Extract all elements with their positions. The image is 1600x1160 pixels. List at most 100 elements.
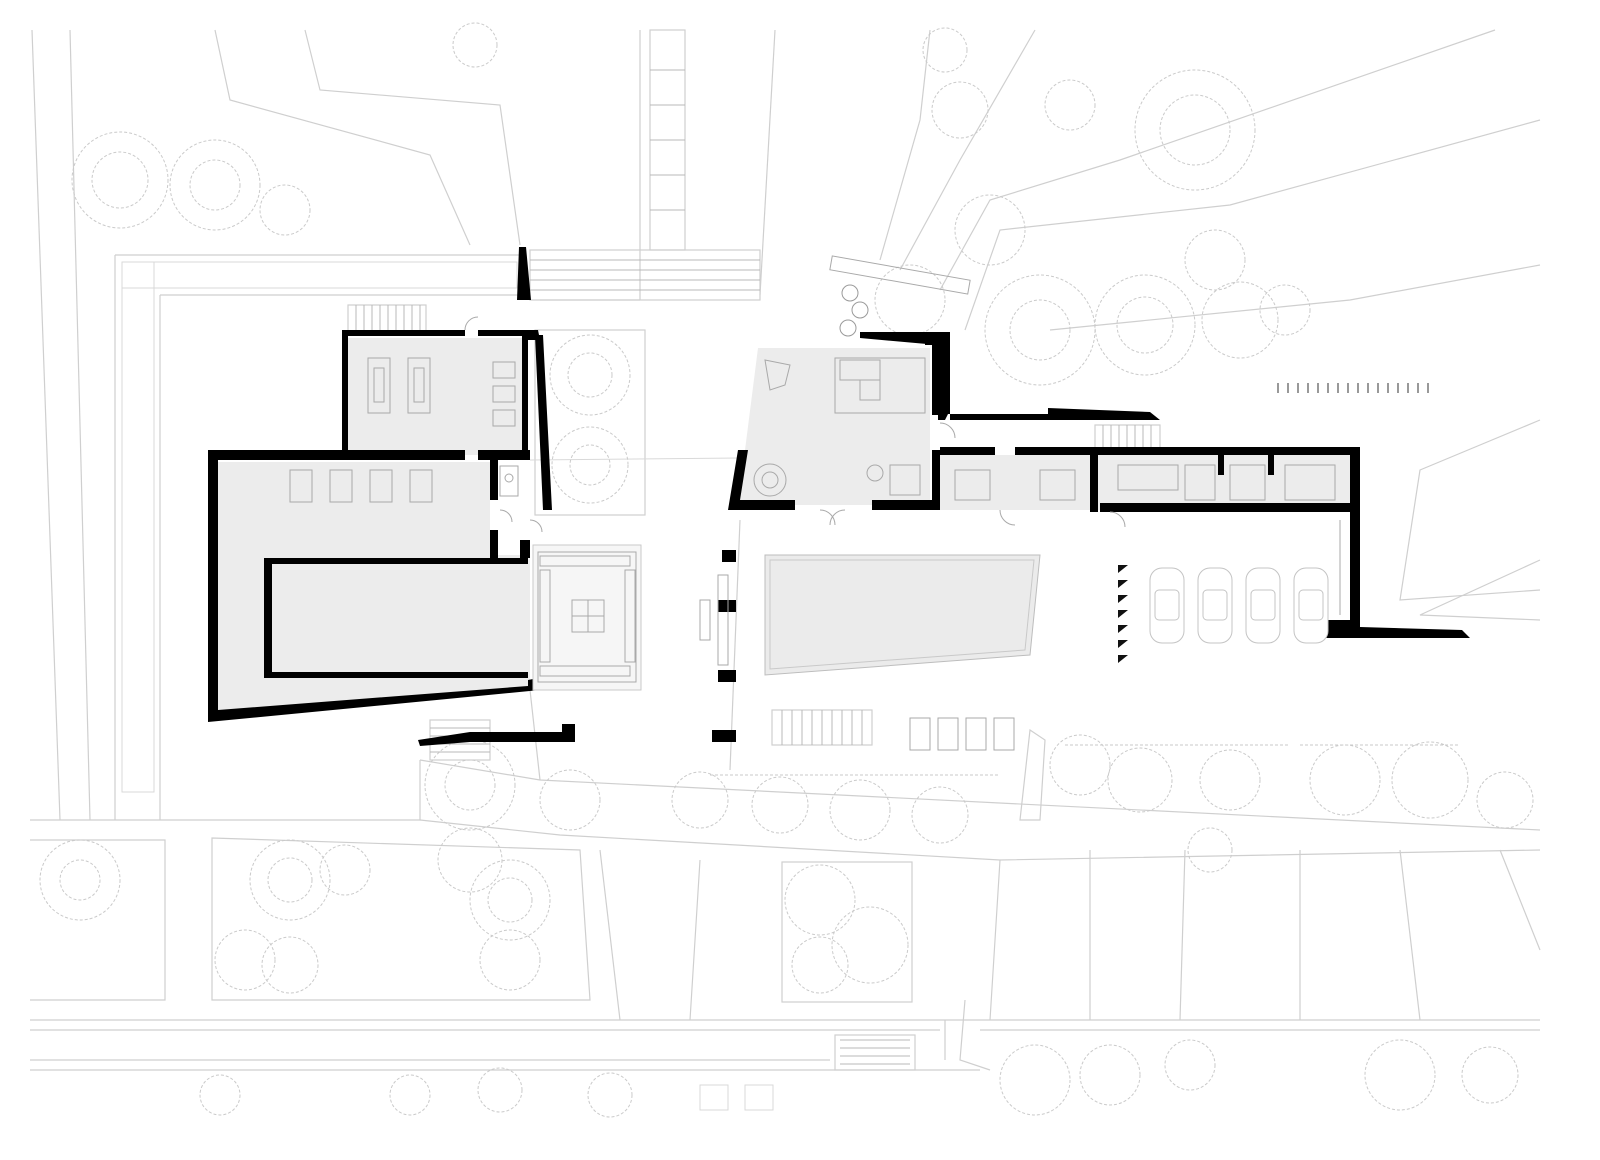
indoor-pool: [270, 565, 522, 672]
door-arc: [529, 519, 543, 533]
outdoor-table: [699, 599, 711, 641]
tree-canopy: [1259, 284, 1311, 336]
stair-lower: [840, 1039, 910, 1065]
cypress-tree: [841, 284, 859, 302]
fence-ticks: [1277, 383, 1429, 393]
door-arc: [939, 422, 956, 439]
car-2: [1197, 567, 1233, 644]
tree-canopy: [1461, 1046, 1519, 1104]
living-furniture: [753, 357, 926, 497]
parking-wedges: [1118, 565, 1128, 663]
stair-gym: [347, 304, 427, 334]
tree-canopy: [424, 739, 516, 831]
tree-canopy: [1476, 771, 1534, 829]
tree-canopy: [1309, 744, 1381, 816]
main-house: [728, 332, 1470, 638]
sun-lounger: [909, 717, 931, 751]
cypress-tree: [851, 301, 869, 319]
gym-equipment: [367, 357, 516, 427]
west-wc: [499, 465, 519, 497]
tree-canopy: [1184, 229, 1246, 291]
tree-canopy: [479, 929, 541, 991]
tree-canopy: [261, 936, 319, 994]
tree-canopy: [1049, 734, 1111, 796]
tree-canopy: [931, 81, 989, 139]
tree-canopy: [214, 929, 276, 991]
gym-room: [348, 338, 522, 455]
retaining-wall-wedge: [1019, 728, 1046, 821]
tree-canopy: [831, 906, 909, 984]
living-room: [738, 348, 930, 505]
tree-canopy: [1201, 281, 1279, 359]
cypress-tree: [839, 319, 857, 337]
tree-canopy: [1134, 69, 1256, 191]
swimming-pool: [764, 554, 1041, 676]
parking-area: [1149, 567, 1329, 644]
stair-top-center: [529, 249, 761, 301]
door-arc: [819, 509, 836, 526]
tree-canopy: [452, 22, 498, 68]
outdoor-bench: [717, 574, 729, 666]
terrace-elements: [699, 255, 1429, 821]
tree-canopy: [249, 839, 331, 921]
tree-canopy: [999, 1044, 1071, 1116]
car-4: [1293, 567, 1329, 644]
sun-lounger-row: [909, 717, 1015, 751]
sofa-modules: [539, 555, 636, 677]
hedge-row: [710, 744, 1460, 776]
canopy-roof: [829, 255, 971, 295]
stepping-stones-north: [649, 29, 686, 251]
tree-canopy: [319, 844, 371, 896]
tree-canopy: [911, 786, 969, 844]
terrace-column: [718, 670, 736, 682]
tree-canopy: [551, 426, 629, 504]
spa-hall: [218, 462, 490, 555]
tree-canopy: [39, 839, 121, 921]
door-arc: [499, 509, 513, 523]
tree-canopy: [791, 936, 849, 994]
tree-canopy: [71, 131, 169, 229]
tree-canopy: [954, 194, 1026, 266]
tree-canopy: [539, 769, 601, 831]
tree-canopy: [587, 1072, 633, 1118]
tree-canopy: [984, 274, 1096, 386]
tree-canopy: [671, 771, 729, 829]
terrace-column: [722, 550, 736, 562]
tree-canopy: [1079, 1044, 1141, 1106]
door-arc: [1109, 511, 1126, 528]
tree-canopy: [1164, 1039, 1216, 1091]
spa-loungers: [289, 469, 433, 503]
tree-canopy: [199, 1074, 241, 1116]
tree-canopy: [922, 27, 968, 73]
sun-lounger: [993, 717, 1015, 751]
tree-canopy: [169, 139, 261, 231]
tree-canopy: [1107, 747, 1173, 813]
door-arc: [829, 509, 846, 526]
tree-canopy: [1199, 749, 1261, 811]
terrace-column: [718, 600, 736, 612]
tree-canopy: [389, 1074, 431, 1116]
tree-canopy: [1391, 741, 1469, 819]
terrace-column: [712, 730, 736, 742]
west-wing: [208, 247, 575, 746]
tree-canopy: [784, 864, 856, 936]
tree-canopy: [469, 859, 551, 941]
tree-canopy: [1364, 1039, 1436, 1111]
bedroom-furniture: [954, 464, 1336, 501]
car-3: [1245, 567, 1281, 644]
outdoor-lounge: [532, 544, 642, 691]
sun-lounger: [965, 717, 987, 751]
car-1: [1149, 567, 1185, 644]
tree-canopy: [259, 184, 311, 236]
bedroom-wing: [940, 455, 1350, 510]
tree-canopy: [874, 264, 946, 336]
site-context-lines: [30, 29, 1541, 1111]
tree-canopy: [1187, 827, 1233, 873]
tree-canopy: [1094, 274, 1196, 376]
door-arc: [464, 316, 479, 331]
door-arc: [999, 509, 1016, 526]
tree-canopy: [477, 1067, 523, 1113]
tree-canopy: [437, 827, 503, 893]
sun-lounger: [937, 717, 959, 751]
